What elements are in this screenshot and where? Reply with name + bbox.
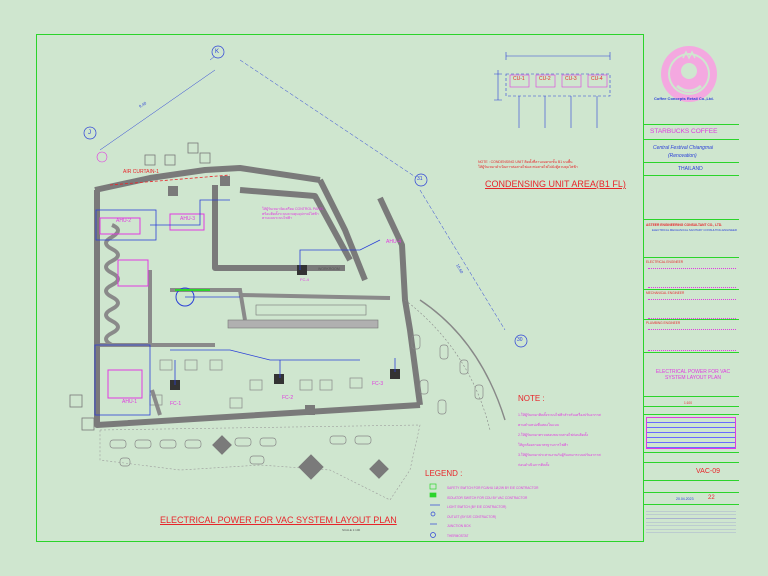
legend-item: JUNCTION BOX [447,524,471,529]
condensing-note-line: NOTE : CONDENSING UNIT ติดตั้งที่ลานจอดร… [478,160,573,164]
brand-name: STARBUCKS COFFEE [650,128,718,135]
grid-label-30: 30 [517,337,523,343]
condensing-note: NOTE : CONDENSING UNIT ติดตั้งที่ลานจอดร… [478,160,578,170]
starbucks-logo [661,46,717,102]
banquette-seating [104,223,120,347]
grid-label-31: 31 [417,176,423,182]
project-subtitle: (Renovation) [668,153,697,159]
air-curtain-line [109,174,231,186]
mechanical-engineer-label: MECHANICAL ENGINEER [646,291,685,295]
note-line: 1.ให้ผู้รับเหมาติดตั้งระบบไฟฟ้าสำหรับเคร… [518,413,601,417]
note-line: 2.ให้ผู้รับเหมาตรวจสอบขนาดสายไฟก่อนติดตั… [518,433,589,437]
outdoor-seating-area [99,424,421,501]
tag-fc-3: FC-3 [372,381,384,387]
legend-item: ISOLATOR SWITCH FOR CDU BY VAC CONTRACTO… [447,495,528,500]
tag-air-curtain: AIR CURTAIN-1 [123,169,159,175]
tag-ahu-2: AHU-2 [116,218,132,224]
sheet-number: 22 [708,495,715,501]
drawing-date: 20.04.2023 [676,497,694,501]
condensing-note-line: ให้ผู้รับเหมาดำเนินการต่อสายไฟและท่อสายไ… [478,165,578,169]
outdoor-chairs [109,334,484,467]
ahu-units [99,213,205,399]
legend-item: LIGHT SWITCH (BY E/E CONTRACTOR) [447,505,507,510]
tag-fc-2: FC-2 [282,395,294,401]
room-label-workroom: WORKROOM [318,267,340,271]
legend-symbols [429,483,440,538]
main-title: ELECTRICAL POWER FOR VAC SYSTEM LAYOUT P… [160,515,397,525]
country: THAILAND [678,166,703,172]
project-name: Central Festival Chiangmai [653,145,714,151]
legend-block: LEGEND : SAFETY SWITCH FOR FC/AHU 1Ø,2W … [423,469,641,541]
plan-note-line: ตามแบบระบบไฟฟ้า [262,216,293,220]
electrical-engineer-label: ELECTRICAL ENGINEER [646,260,684,264]
note-line: ตามตำแหน่งที่แสดงในแบบ [518,423,559,427]
plan-note-line: พร้อมติดตั้งระบบควบคุมอุปกรณ์ไฟฟ้า [262,211,319,216]
svg-text:9.40: 9.40 [138,100,148,109]
note-line: ให้ถูกต้องตามมาตรฐานการไฟฟ้า [518,443,569,447]
plan-note: ให้ผู้รับเหมาจัดเตรียม CONTROL PANEL พร้… [262,207,324,221]
drawing-title-block: ELECTRICAL POWER FOR VAC SYSTEM LAYOUT P… [655,369,731,381]
consultant-name: ASTEER ENGINEERING CONSULTANT CO., LTD. [646,223,723,227]
general-notes [646,508,736,536]
drawing-number: VAC-09 [696,468,720,475]
consultant-subtitle: ELECTRICAL MECHANICAL SANITARY CONSULTIN… [652,228,737,232]
plumbing-engineer-label: PLUMBING ENGINEER [646,321,681,325]
scale-value: 1:100 [684,401,692,405]
tag-ahu-1: AHU-1 [122,399,138,405]
grid-axes [99,51,506,331]
service-counter [227,319,379,329]
main-title-scale: SCALE 1:100 [342,528,361,532]
indoor-tables [149,359,363,409]
legend-heading: LEGEND : [425,469,463,478]
legend-item: THERMOSTAT [447,533,469,538]
outdoor-tables [69,142,211,431]
grid-bubbles [83,45,528,348]
tag-fc-1: FC-1 [170,401,182,407]
note-heading: NOTE : [518,394,545,403]
svg-text:10.60: 10.60 [455,263,465,275]
condensing-title: CONDENSING UNIT AREA(B1 FL) [485,179,626,189]
power-wiring [150,199,396,385]
note-block: NOTE : 1.ให้ผู้รับเหมาติดตั้งระบบไฟฟ้าสำ… [513,394,641,468]
tag-ahu-4: AHU-4 [386,239,402,245]
legend-items: SAFETY SWITCH FOR FC/AHU 1Ø,2W BY E/E CO… [447,484,538,542]
grid-label-k: K [215,49,220,55]
cu-4-label: CU-4 [591,76,603,82]
cu-1-label: CU-1 [513,76,525,82]
title-block: Coffee Concepts Retail Co.,Ltd. STARBUCK… [643,34,740,542]
tag-ahu-3: AHU-3 [180,216,196,222]
legend-item: SAFETY SWITCH FOR FC/AHU 1Ø,2W BY E/E CO… [447,486,539,490]
company-name: Coffee Concepts Retail Co.,Ltd. [654,96,714,101]
tag-fc-4: FC-4 [300,277,309,282]
grid-label-j: J [88,130,91,136]
revision-table [646,417,736,449]
condensing-unit-area [494,52,611,128]
column-pads [168,176,389,480]
cu-3-label: CU-3 [565,76,577,82]
note-lines: 1.ให้ผู้รับเหมาติดตั้งระบบไฟฟ้าสำหรับเคร… [518,410,601,470]
ahu-zones [94,209,157,416]
interior-walls [100,270,391,416]
legend-item: OUTLET (BY E/E CONTRACTOR) [447,514,497,519]
note-line: ก่อนดำเนินการติดตั้ง [518,463,550,467]
terrace-edge [419,299,506,421]
plan-note-line: ให้ผู้รับเหมาจัดเตรียม CONTROL PANEL [262,207,325,211]
cu-2-label: CU-2 [539,76,551,82]
note-line: 3.ให้ผู้รับเหมาประสานงานกับผู้รับเหมาระบ… [518,453,601,457]
